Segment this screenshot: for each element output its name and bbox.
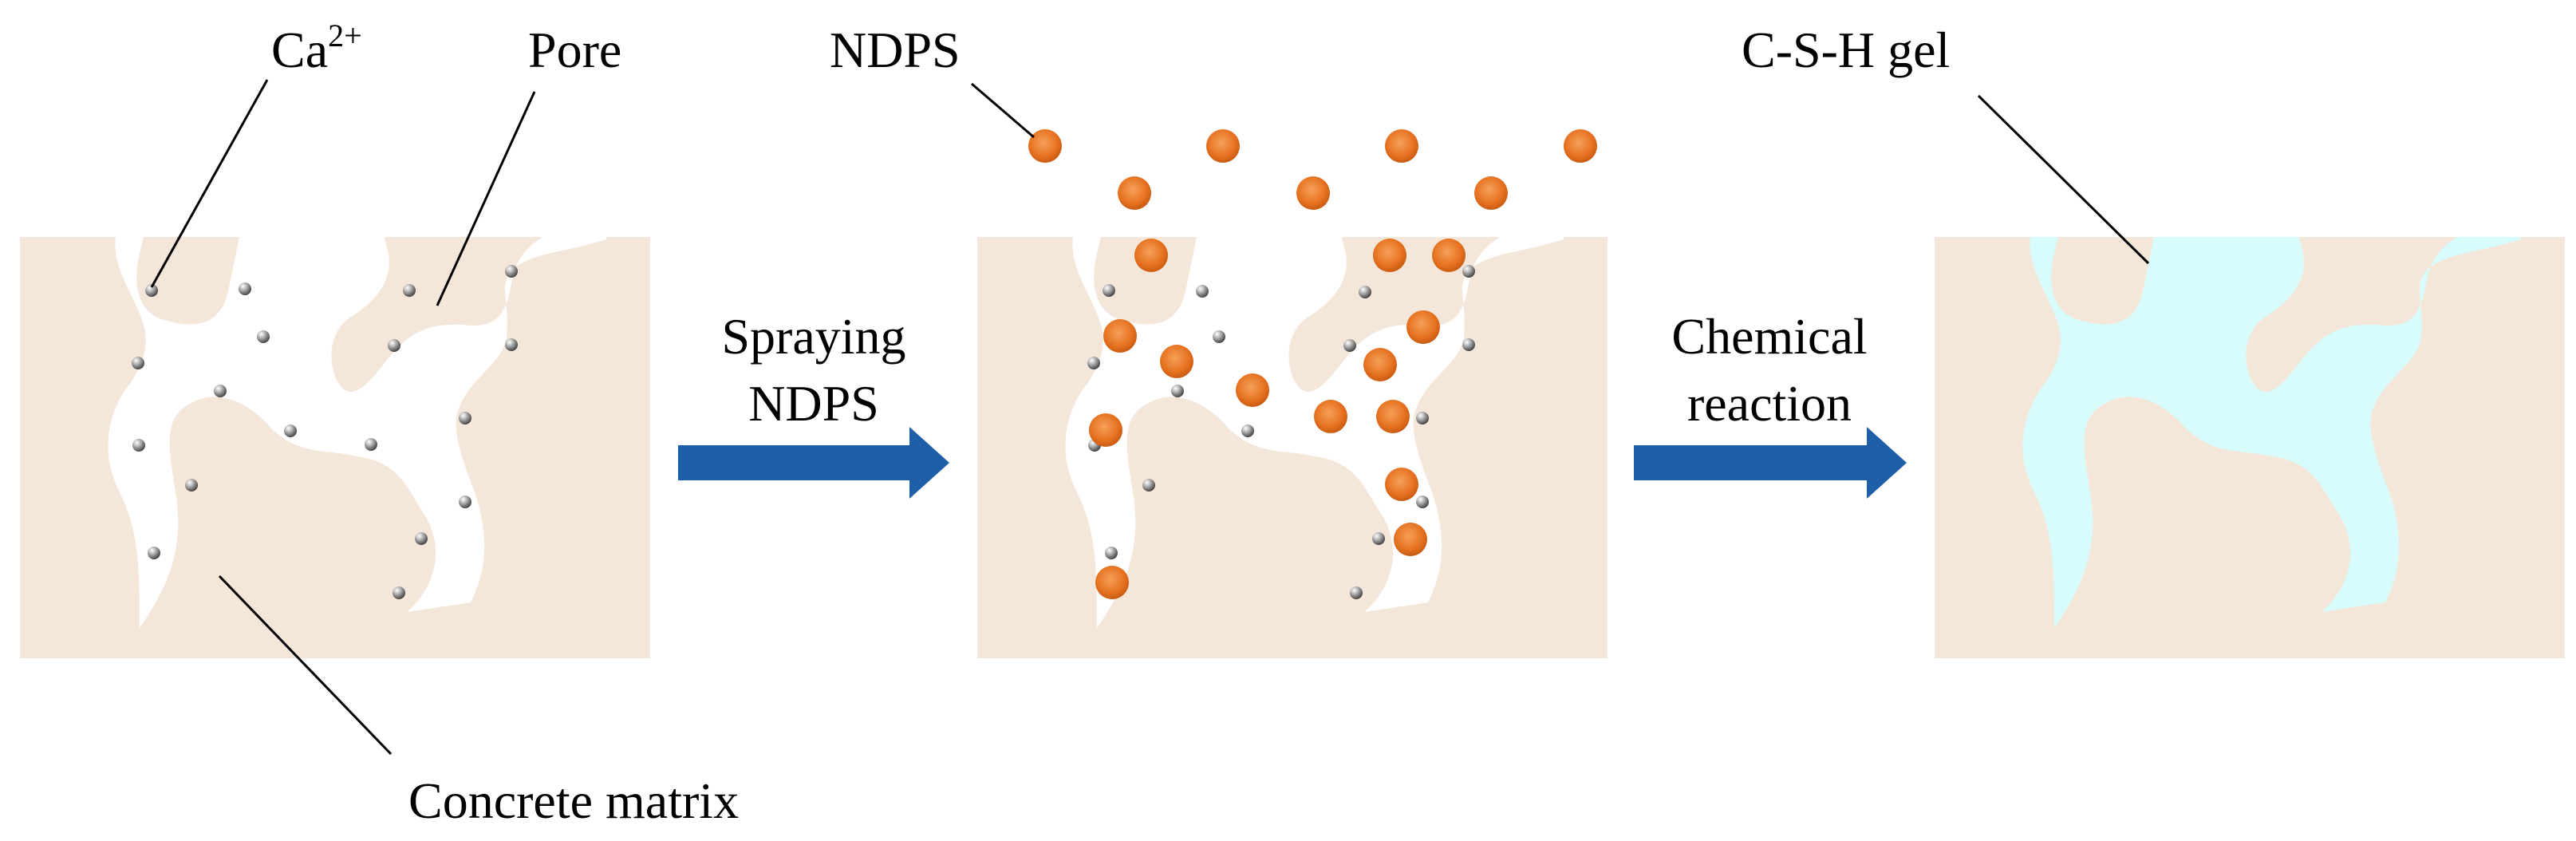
ndps-leader-line xyxy=(971,82,1035,139)
ndps-particles-spray xyxy=(1028,129,1597,210)
calcium-ion xyxy=(239,282,251,295)
calcium-ion xyxy=(505,265,518,278)
ndps-particle xyxy=(1385,129,1418,163)
calcium-ions-group-2 xyxy=(1087,265,1475,599)
arrow-shape-2 xyxy=(1634,427,1907,499)
ndps-particle xyxy=(1373,239,1406,272)
ndps-particle xyxy=(1474,176,1508,210)
calcium-ion xyxy=(1105,547,1118,559)
calcium-ion xyxy=(388,339,400,352)
calcium-ion xyxy=(1462,338,1475,351)
ndps-particle xyxy=(1160,345,1193,378)
ndps-particle xyxy=(1432,239,1466,272)
calcium-ion xyxy=(1171,385,1184,397)
panel-ndps-spraying: NDPS xyxy=(830,22,1608,658)
ndps-particle xyxy=(1134,239,1168,272)
calcium-ion xyxy=(132,357,144,369)
ndps-particle xyxy=(1394,523,1427,556)
arrow-spraying-ndps: Spraying NDPS xyxy=(678,308,949,499)
calcium-ion xyxy=(1343,339,1356,352)
concrete-matrix-label: Concrete matrix xyxy=(408,772,739,829)
ndps-particle xyxy=(1028,129,1062,163)
calcium-ion xyxy=(148,547,160,559)
csh-gel-leader-line xyxy=(1977,94,2150,265)
ndps-particle xyxy=(1089,413,1122,447)
calcium-ion xyxy=(214,385,227,397)
calcium-ion xyxy=(1416,496,1429,508)
ndps-particle xyxy=(1314,400,1347,433)
arrow-2-label-line-2: reaction xyxy=(1687,375,1852,432)
calcium-ion xyxy=(1142,479,1155,492)
pore-leader-line xyxy=(436,91,536,306)
arrow-shape-1 xyxy=(678,427,949,499)
calcium-ion xyxy=(1350,586,1363,599)
calcium-ion xyxy=(1372,532,1385,545)
calcium-ions-group-1 xyxy=(132,265,518,599)
pore-label: Pore xyxy=(528,22,621,78)
calcium-ion xyxy=(403,284,416,297)
ndps-particle xyxy=(1296,176,1330,210)
panel-concrete-with-pores: Ca2+ Pore Concrete matrix xyxy=(20,18,739,829)
panel-csh-gel-filled: C-S-H gel xyxy=(1742,22,2565,658)
ndps-particle xyxy=(1376,400,1410,433)
calcium-ion xyxy=(1087,357,1100,369)
ca-leader-line xyxy=(150,79,269,288)
ndps-particle xyxy=(1095,566,1129,599)
calcium-ion xyxy=(459,412,471,424)
ndps-particles-in-pores xyxy=(1089,239,1466,599)
calcium-ion xyxy=(1103,284,1115,297)
arrow-chemical-reaction: Chemical reaction xyxy=(1634,308,1907,499)
calcium-ion xyxy=(284,424,297,437)
calcium-ion xyxy=(393,586,405,599)
csh-gel-label: C-S-H gel xyxy=(1742,22,1950,78)
ndps-particle xyxy=(1118,176,1151,210)
calcium-ion xyxy=(505,338,518,351)
ndps-particle xyxy=(1564,129,1597,163)
ndps-label: NDPS xyxy=(830,22,961,78)
calcium-ion xyxy=(1241,424,1254,437)
matrix-leader-line xyxy=(218,574,393,756)
calcium-ion xyxy=(1462,265,1475,278)
ndps-particle xyxy=(1103,319,1137,353)
ndps-particle xyxy=(1406,310,1440,344)
ca-ion-label: Ca2+ xyxy=(271,18,362,78)
calcium-ion xyxy=(1213,330,1225,343)
calcium-ion xyxy=(1359,286,1371,298)
calcium-ion xyxy=(1196,285,1209,298)
calcium-ion xyxy=(185,479,198,492)
calcium-ion xyxy=(415,532,428,545)
calcium-ion xyxy=(145,284,158,297)
calcium-ion xyxy=(459,496,471,508)
ndps-particle xyxy=(1363,348,1397,381)
calcium-ion xyxy=(365,438,377,451)
ndps-particle xyxy=(1236,373,1269,407)
calcium-ion xyxy=(132,439,145,452)
arrow-1-label-line-2: NDPS xyxy=(748,375,879,432)
arrow-1-label-line-1: Spraying xyxy=(721,308,905,365)
arrow-2-label-line-1: Chemical xyxy=(1671,308,1867,365)
ndps-particle xyxy=(1385,468,1418,501)
calcium-ion xyxy=(257,330,270,343)
ndps-particle xyxy=(1206,129,1240,163)
calcium-ion xyxy=(1416,412,1429,424)
